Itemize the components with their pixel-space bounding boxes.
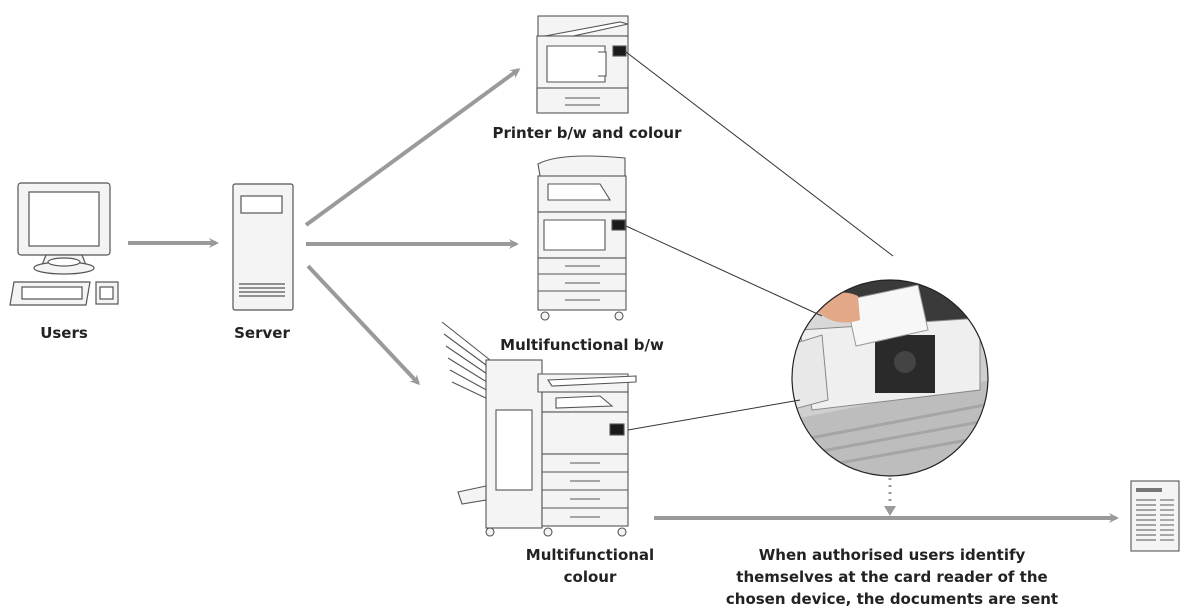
caption-line-3: chosen device, the documents are sent bbox=[725, 590, 1059, 608]
document-icon bbox=[1130, 480, 1180, 552]
printer-icon bbox=[536, 15, 629, 114]
reader-connector-lines bbox=[625, 51, 894, 431]
flow-arrows bbox=[128, 68, 1119, 523]
mfp-colour-label-line2: colour bbox=[563, 568, 617, 586]
caption-line-1: When authorised users identify bbox=[758, 546, 1026, 564]
users-label: Users bbox=[40, 324, 88, 342]
mfp-bw-icon bbox=[537, 155, 627, 321]
users-computer-icon bbox=[9, 182, 119, 306]
server-label: Server bbox=[234, 324, 290, 342]
caption-line-2: themselves at the card reader of the bbox=[736, 568, 1048, 586]
arrow-server-to-printer bbox=[304, 68, 521, 227]
mfp-bw-label: Multifunctional b/w bbox=[500, 336, 664, 354]
mfp-colour-label: Multifunctional colour bbox=[500, 544, 680, 588]
server-icon bbox=[232, 183, 294, 311]
mfp-colour-icon bbox=[441, 321, 637, 537]
printer-label: Printer b/w and colour bbox=[492, 124, 682, 142]
mfp-colour-label-line1: Multifunctional bbox=[525, 546, 655, 564]
workflow-caption: When authorised users identify themselve… bbox=[722, 544, 1062, 610]
arrow-server-to-mfp-colour bbox=[306, 264, 421, 386]
card-reader-photo bbox=[791, 279, 989, 477]
